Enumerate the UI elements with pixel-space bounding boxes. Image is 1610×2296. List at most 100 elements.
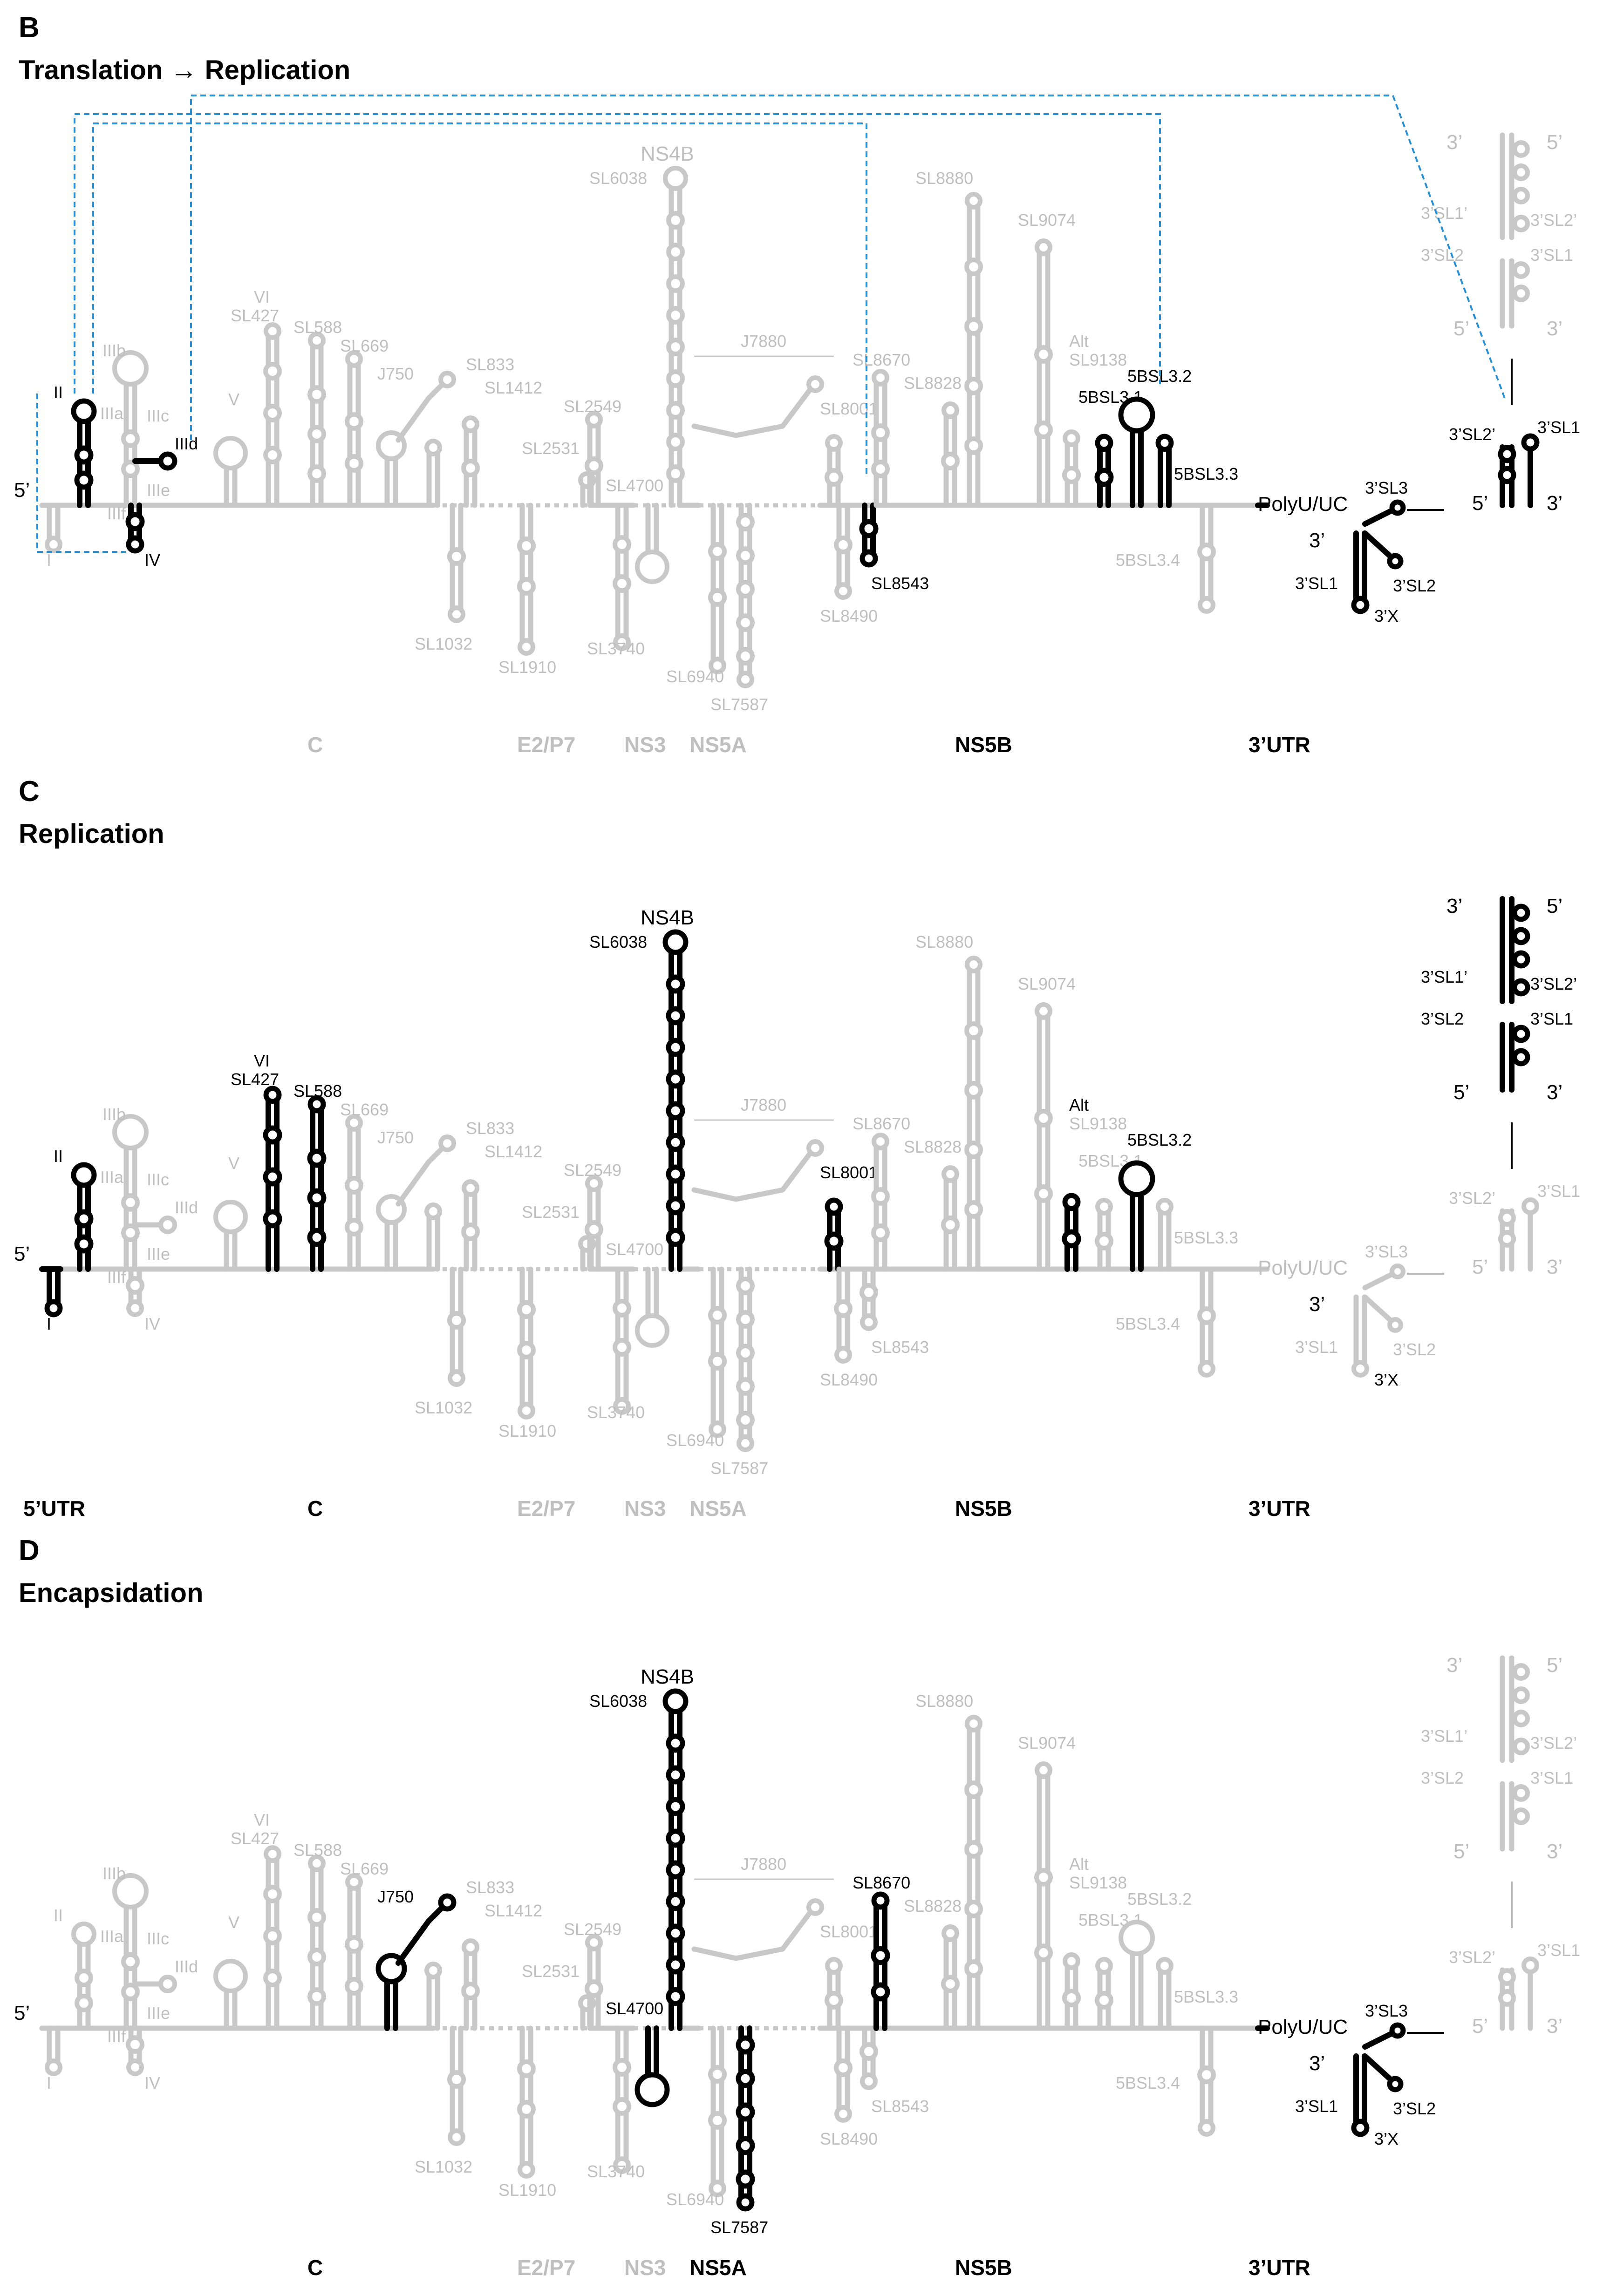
- internal-loop: [345, 1218, 363, 1236]
- internal-loop: [666, 1133, 685, 1152]
- stem-SL8880: [964, 192, 983, 508]
- 3SL2-arm: [1362, 1294, 1393, 1323]
- internal-loop: [613, 2058, 631, 2077]
- dimer-lower-loop-0: [1512, 1025, 1530, 1043]
- hairpin-loop: [1155, 434, 1174, 452]
- dimer-SL2p-label: 3’SL2’: [1530, 211, 1577, 230]
- hairpin-loop: [448, 1369, 465, 1387]
- dimer-3b-label: 3’: [1547, 1840, 1562, 1863]
- internal-loop: [666, 1955, 685, 1975]
- domain-I-label: I: [47, 1314, 51, 1333]
- internal-loop: [666, 1923, 685, 1943]
- dimer-SL2p-label: 3’SL2’: [1530, 974, 1577, 993]
- link-II-5BSL3.2: [74, 113, 1161, 394]
- SL8490-label: SL8490: [820, 1370, 878, 1389]
- hairpin-loop: [264, 322, 281, 340]
- dimer-SL2-label: 3’SL2: [1421, 1009, 1464, 1028]
- region-E2P7: E2/P7: [517, 733, 575, 757]
- mono-3-label: 3’: [1547, 492, 1562, 515]
- panel-title: Replication: [19, 819, 164, 849]
- hairpin-loop: [462, 1179, 479, 1197]
- dimer-3a-label: 3’: [1446, 1654, 1462, 1677]
- SL8880-label: SL8880: [915, 169, 973, 188]
- region-UTR3: 3’UTR: [1248, 1496, 1310, 1521]
- SL6038-label: SL6038: [589, 932, 647, 951]
- region-UTR3: 3’UTR: [1248, 733, 1310, 757]
- internal-loop: [307, 425, 326, 443]
- SL8490-label: SL8490: [820, 606, 878, 625]
- region-NS5A: NS5A: [689, 1496, 747, 1521]
- stem-5BSL3.2: [1118, 1160, 1155, 1272]
- dimer-SL2-label: 3’SL2: [1421, 1768, 1464, 1787]
- mono-SL1-label: 3’SL1: [1537, 1182, 1580, 1201]
- internal-loop: [666, 369, 685, 388]
- dimer-loop-1: [1512, 1686, 1530, 1704]
- internal-loop: [964, 1021, 983, 1040]
- domain-III-stem: [112, 1114, 149, 1272]
- hairpin-loop: [737, 1434, 754, 1452]
- hairpin-loop: [737, 671, 754, 688]
- internal-loop: [964, 436, 983, 455]
- region-NS5B: NS5B: [955, 2255, 1012, 2280]
- SL3740-label: SL3740: [587, 2162, 645, 2181]
- 3SL2-arm: [1362, 2053, 1393, 2082]
- stem-SL6038: [663, 166, 688, 508]
- J750-label: J750: [377, 1128, 414, 1147]
- domain-IIId-loop: [158, 451, 177, 471]
- five-prime-label: 5’: [14, 479, 30, 502]
- internal-loop: [1062, 1229, 1081, 1249]
- SL3740-label: SL3740: [587, 1403, 645, 1422]
- internal-loop: [964, 317, 983, 336]
- interaction-links: [36, 95, 1506, 553]
- domain-IIId-label: IIId: [175, 1198, 198, 1217]
- internal-loop: [263, 1927, 282, 1945]
- stem-3SL1: [1351, 2053, 1370, 2137]
- J7880-structure: [691, 1150, 813, 1202]
- SL833-label: SL833: [466, 1119, 514, 1138]
- stem-SL8543: [860, 2025, 878, 2090]
- internal-loop: [871, 1946, 890, 1965]
- 3SL1-label: 3’SL1: [1295, 1338, 1338, 1357]
- internal-loop: [666, 1038, 685, 1057]
- hairpin-loop: [941, 401, 959, 419]
- 3SL2-label: 3’SL2: [1393, 576, 1436, 595]
- internal-loop: [666, 306, 685, 325]
- hairpin-loop: [462, 1938, 479, 1956]
- SL427-label: SL427: [231, 1070, 279, 1089]
- domain-II-stem: [71, 1922, 96, 2031]
- three-prime-label: 3’: [1309, 1293, 1325, 1316]
- hairpin-loop: [126, 535, 144, 554]
- hairpin-loop: [585, 1934, 603, 1951]
- SL9074-label: SL9074: [1018, 1733, 1076, 1753]
- V-label: V: [228, 1913, 239, 1932]
- internal-loop: [75, 1969, 93, 1987]
- SL2549-label: SL2549: [564, 1920, 621, 1939]
- internal-loop: [263, 446, 282, 464]
- internal-loop: [666, 243, 685, 261]
- SL669-label: SL669: [340, 336, 389, 355]
- hairpin-loop: [634, 2072, 670, 2107]
- internal-loop: [964, 1081, 983, 1100]
- internal-loop: [666, 1196, 685, 1216]
- hairpin-loop: [345, 1873, 363, 1891]
- 3SL3-label: 3’SL3: [1365, 478, 1408, 497]
- hairpin-loop: [834, 2105, 852, 2123]
- hairpin-loop: [663, 166, 688, 191]
- domain-IIId-loop: [158, 1216, 177, 1234]
- SL3740-label: SL3740: [587, 639, 645, 658]
- internal-loop: [859, 519, 879, 538]
- stem-SL588: [307, 1854, 326, 2031]
- 3SL2-label: 3’SL2: [1393, 2099, 1436, 2118]
- hairpin-loop: [307, 1095, 326, 1114]
- internal-loop: [736, 1377, 755, 1396]
- stem-SL4700: [635, 503, 669, 584]
- stem-SL427: [263, 1086, 282, 1272]
- stem-5BSL3.2: [1119, 1920, 1155, 2031]
- internal-loop: [825, 468, 843, 487]
- domain-IIId-loop: [158, 1975, 177, 1993]
- stem-SL6038: [662, 1688, 689, 2031]
- stem-SL7587: [736, 1266, 755, 1452]
- region-NS5B: NS5B: [955, 733, 1012, 757]
- internal-loop: [834, 536, 853, 554]
- V-label: V: [228, 1154, 239, 1173]
